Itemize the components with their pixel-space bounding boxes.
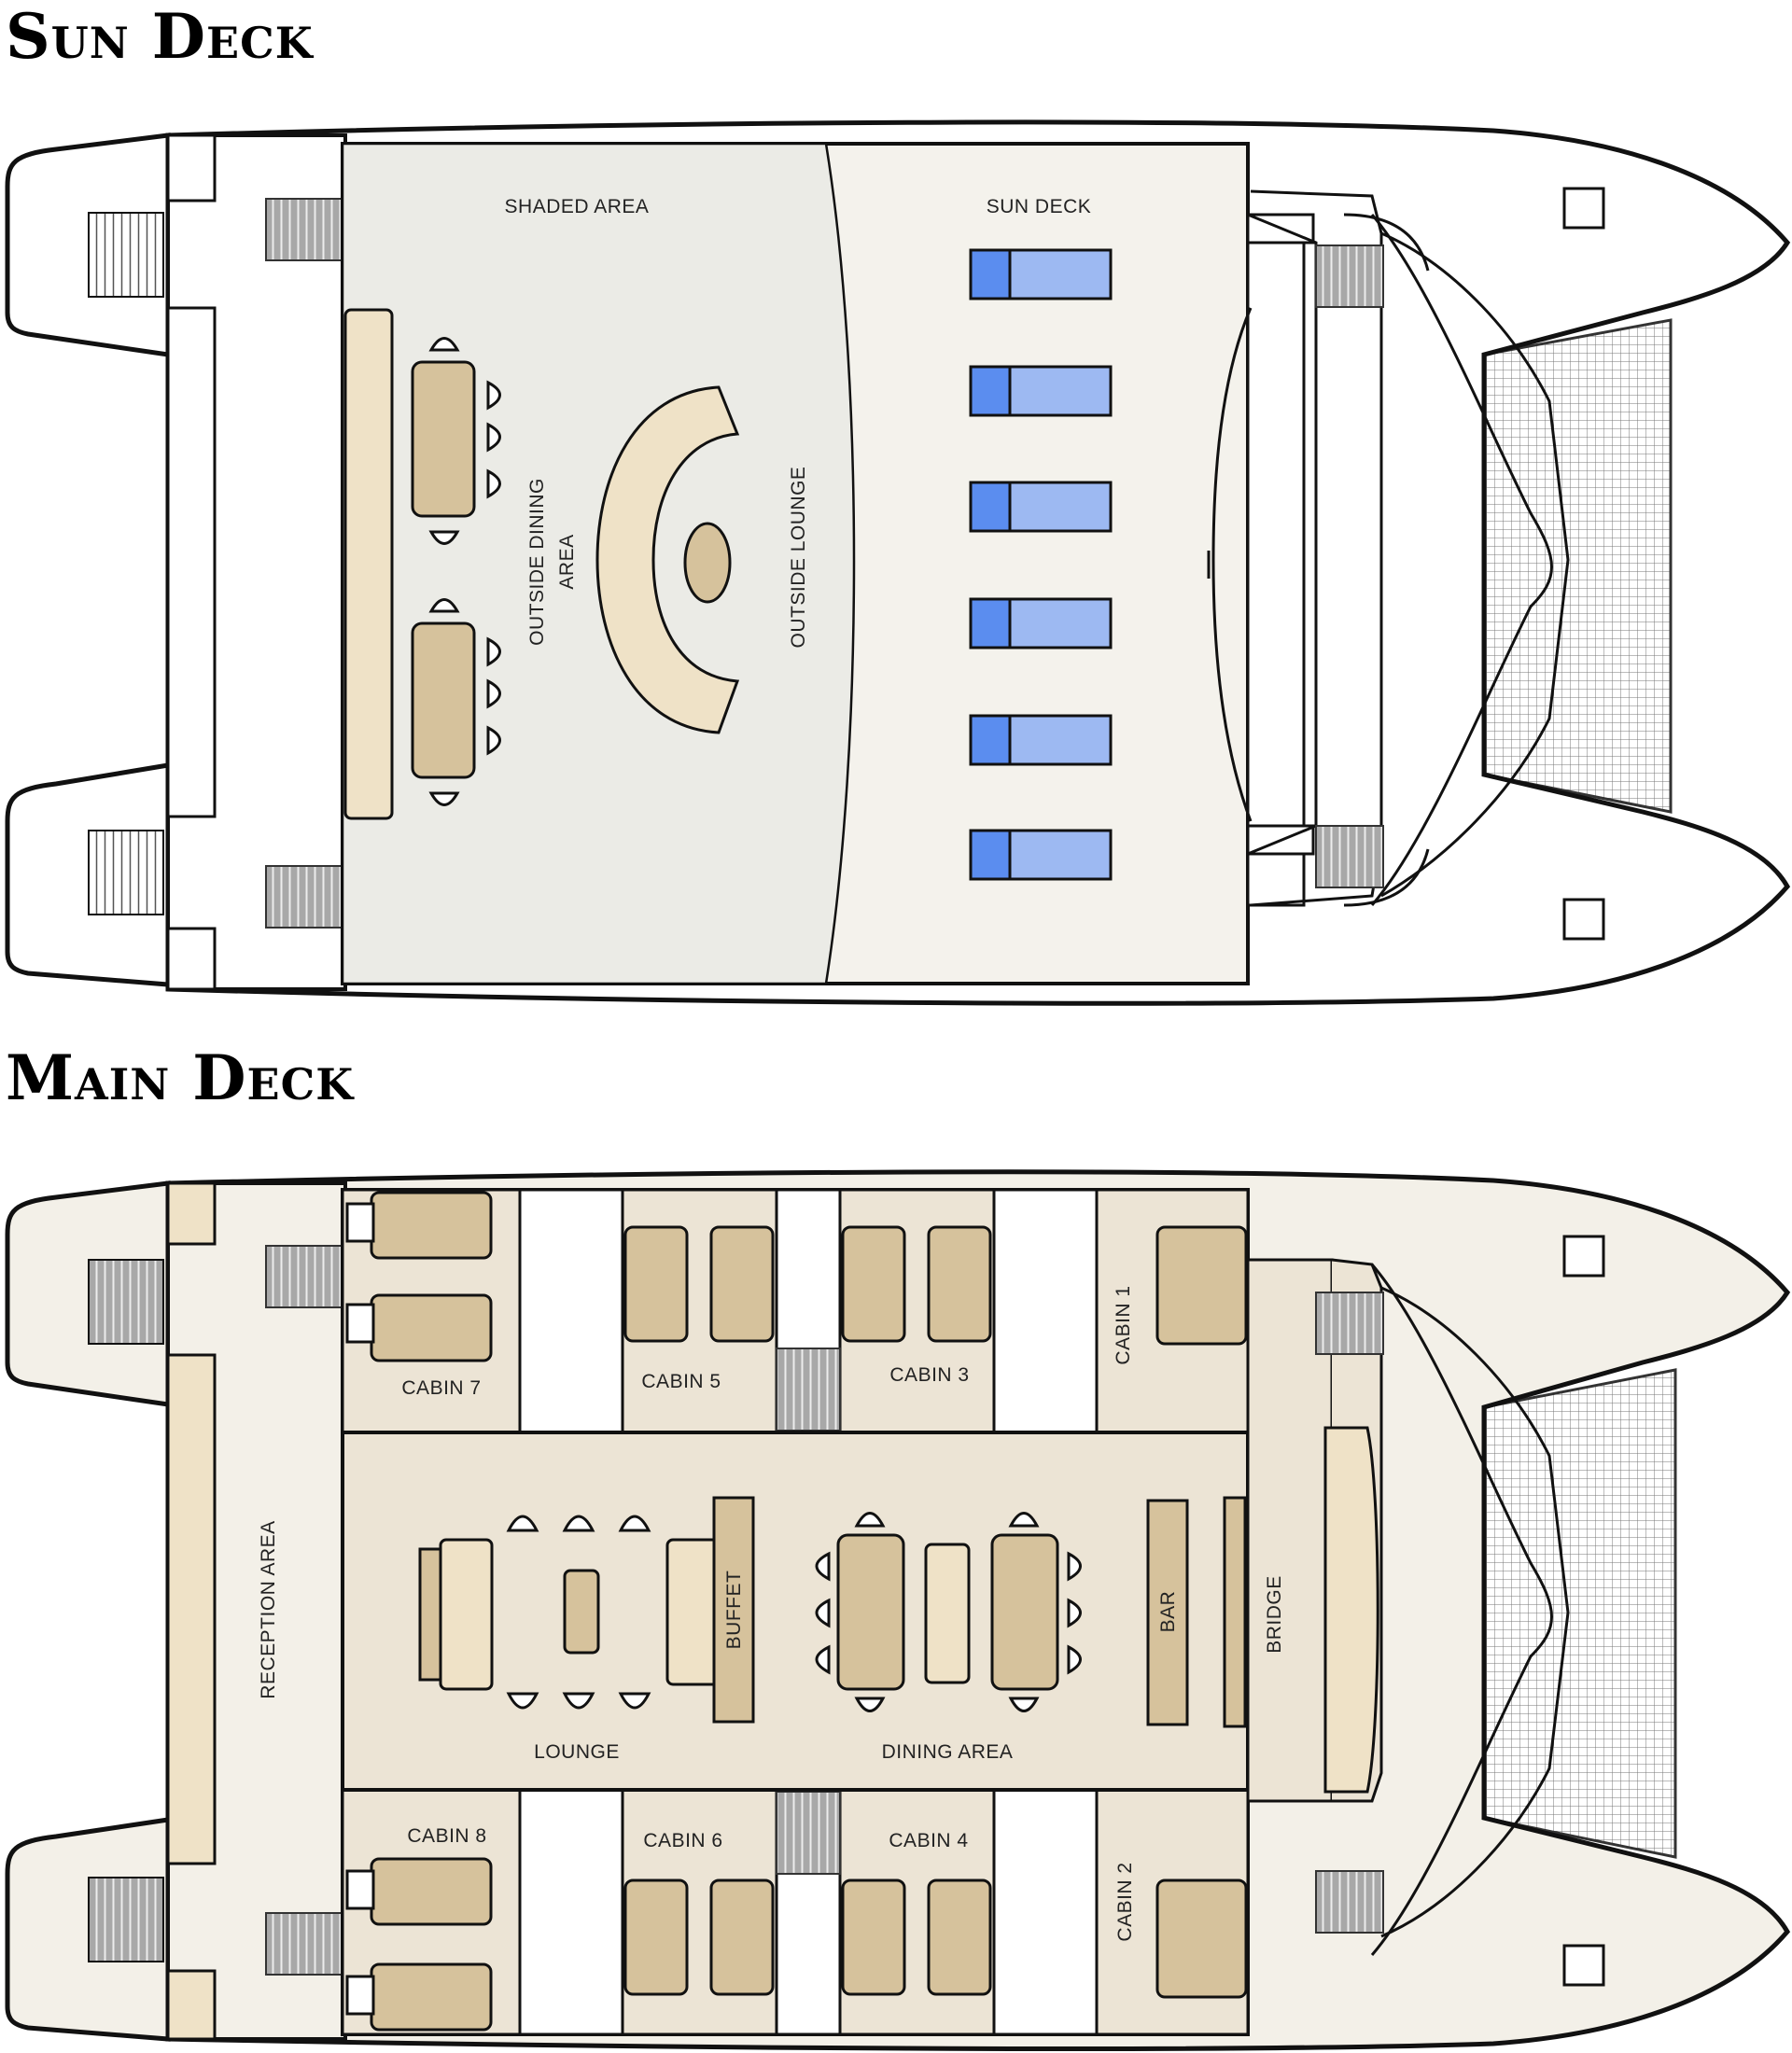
label-cabin-7: CABIN 7 [401,1377,481,1399]
buffet-counter [712,1496,755,1724]
sun-loungers [969,248,1113,881]
label-outside-dining-2: AREA [556,534,578,589]
main-deck-title: Main Deck [6,1041,355,1114]
curved-sofa [595,385,740,734]
label-sun-deck: SUN DECK [987,196,1092,217]
stairs-aft-stbd [88,830,164,915]
label-shaded-area: SHADED AREA [505,196,650,217]
lounge-table [683,522,732,604]
stairs-aft-port [88,212,164,298]
lounger [969,597,1113,649]
label-bar: BAR [1157,1591,1179,1633]
label-outside-lounge: OUTSIDE LOUNGE [788,467,809,649]
lounger [969,481,1113,533]
hatch-port [1562,187,1605,230]
dining-table-a [836,1533,905,1691]
stairs-fwd-port [1315,244,1384,308]
label-bridge: BRIDGE [1264,1575,1285,1654]
stairs-inner-port [265,198,343,261]
label-cabin-1: CABIN 1 [1113,1285,1134,1364]
label-reception: RECEPTION AREA [258,1520,279,1698]
dining-table-2 [411,621,476,779]
sun-deck-title: Sun Deck [6,0,314,73]
dining-bench [343,308,394,820]
lounger [969,248,1113,300]
label-cabin-2: CABIN 2 [1114,1862,1136,1941]
label-cabin-8: CABIN 8 [407,1825,486,1847]
coffee-table [563,1569,600,1655]
label-cabin-3: CABIN 3 [889,1364,969,1386]
lounger [969,714,1113,766]
lounger [969,365,1113,417]
label-cabin-4: CABIN 4 [889,1830,968,1851]
lounger [969,829,1113,881]
bar-counter [1146,1499,1189,1726]
lounge-dining-hall [341,1431,1250,1792]
label-buffet: BUFFET [723,1571,745,1650]
hatch-stbd [1562,898,1605,941]
dining-table-1 [411,360,476,518]
dining-table-b [924,1543,971,1684]
label-outside-dining-1: OUTSIDE DINING [526,478,548,646]
label-cabin-6: CABIN 6 [643,1830,722,1851]
label-lounge: LOUNGE [534,1741,620,1763]
dining-table-c [990,1533,1059,1691]
label-dining: DINING AREA [882,1741,1014,1763]
sun-deck-plan: SHADED AREA SUN DECK OUTSIDE DINING AREA… [5,119,1791,1006]
label-cabin-5: CABIN 5 [641,1371,721,1392]
stairs-fwd-stbd [1315,825,1384,888]
bow-net-main [1482,1368,1677,1859]
